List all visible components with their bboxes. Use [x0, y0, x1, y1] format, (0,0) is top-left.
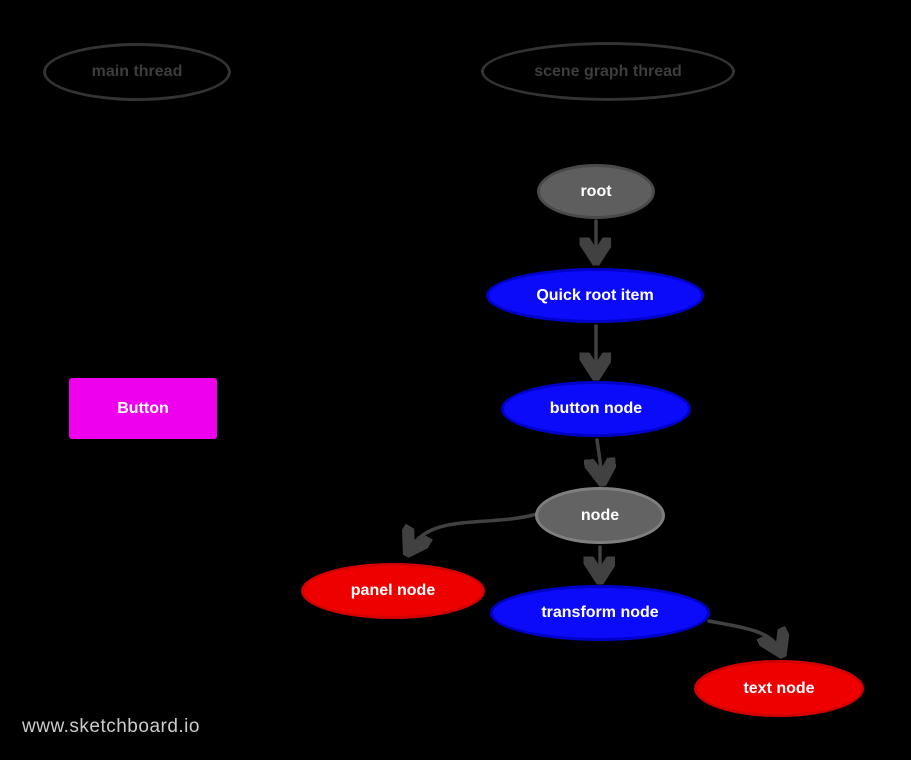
- node-transform-node[interactable]: transform node: [490, 585, 710, 641]
- edge-node-to-panel-node: [410, 512, 539, 549]
- node-quick-root-item-label: Quick root item: [536, 286, 654, 304]
- node-text-node-label: text node: [743, 679, 815, 697]
- node-root-label: root: [580, 182, 612, 200]
- group-main-thread[interactable]: main thread: [43, 43, 231, 101]
- button-widget[interactable]: Button: [69, 378, 217, 439]
- node-text-node[interactable]: text node: [694, 660, 864, 717]
- node-node[interactable]: node: [535, 487, 665, 544]
- node-button-node-label: button node: [549, 400, 643, 417]
- edge-button-node-to-node: [597, 438, 602, 478]
- node-panel-node[interactable]: panel node: [301, 563, 485, 619]
- node-quick-root-item[interactable]: Quick root item: [486, 268, 704, 323]
- sketchboard-watermark-link[interactable]: www.sketchboard.io: [22, 716, 200, 737]
- node-node-label: node: [580, 506, 620, 524]
- node-panel-node-label: panel node: [350, 582, 436, 599]
- group-scene-graph-thread-label: scene graph thread: [534, 62, 682, 80]
- button-widget-label: Button: [117, 399, 169, 417]
- group-main-thread-label: main thread: [91, 63, 183, 80]
- node-button-node[interactable]: button node: [501, 381, 691, 437]
- node-root[interactable]: root: [537, 164, 655, 219]
- edge-transform-node-to-text-node: [707, 619, 780, 650]
- node-transform-node-label: transform node: [541, 604, 659, 621]
- group-scene-graph-thread[interactable]: scene graph thread: [481, 42, 735, 101]
